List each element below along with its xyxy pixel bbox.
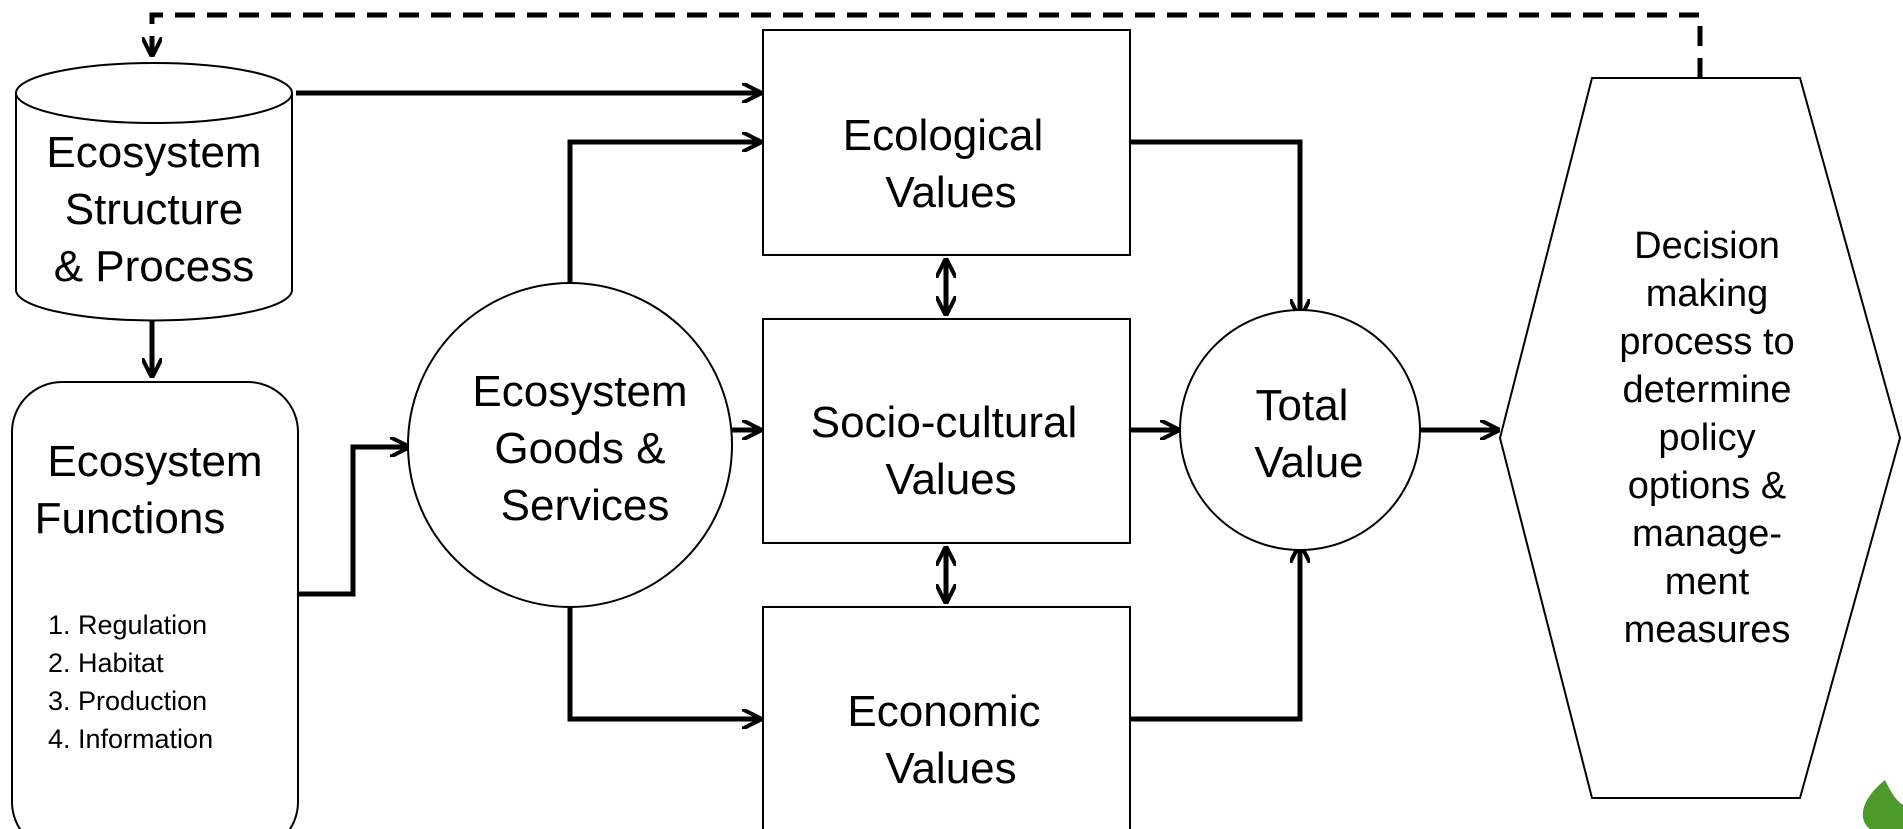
decision-line: options & xyxy=(1628,465,1786,507)
ecological-line-1: Ecological xyxy=(843,111,1044,160)
economic-values-node: Economic Values xyxy=(762,606,1131,829)
structure-line-3: & Process xyxy=(54,242,255,291)
goods-line-2: Goods & xyxy=(494,424,665,473)
total-value-node: Total Value xyxy=(1179,309,1421,551)
leaf-logo-icon xyxy=(1862,780,1903,829)
decision-line: making xyxy=(1646,273,1769,315)
functions-item: 1. Regulation xyxy=(48,610,207,640)
ecological-to-total-arrow xyxy=(1130,139,1300,317)
decision-line: determine xyxy=(1623,369,1792,411)
decision-line: policy xyxy=(1658,417,1755,459)
decision-line: ment xyxy=(1665,561,1750,603)
sociocultural-line-1: Socio-cultural xyxy=(811,398,1078,447)
sociocultural-values-node: Socio-cultural Values xyxy=(762,318,1131,544)
total-line-2: Value xyxy=(1254,438,1363,487)
sociocultural-line-2: Values xyxy=(885,455,1016,504)
functions-line-1: Ecosystem xyxy=(47,437,262,486)
decision-line: manage- xyxy=(1632,513,1782,555)
goods-line-3: Services xyxy=(501,481,670,530)
ecological-line-2: Values xyxy=(885,168,1016,217)
structure-process-node: Ecosystem Structure & Process xyxy=(15,62,293,322)
decision-line: Decision xyxy=(1634,225,1780,267)
goods-services-node: Ecosystem Goods & Services xyxy=(407,282,733,608)
feedback-dashed-connector xyxy=(152,12,1703,78)
goods-to-ecological-arrow xyxy=(567,142,760,283)
decision-line: measures xyxy=(1624,609,1791,651)
structure-line-1: Ecosystem xyxy=(46,128,261,177)
ecological-values-node: Ecological Values xyxy=(762,29,1131,256)
functions-item: 3. Production xyxy=(48,686,207,716)
goods-line-1: Ecosystem xyxy=(472,367,687,416)
structure-line-2: Structure xyxy=(65,185,244,234)
decision-making-node: Decision making process to determine pol… xyxy=(1498,77,1902,799)
decision-line: process to xyxy=(1619,321,1794,363)
total-line-1: Total xyxy=(1256,381,1349,430)
functions-item: 4. Information xyxy=(48,724,213,754)
functions-item: 2. Habitat xyxy=(48,648,164,678)
economic-line-1: Economic xyxy=(847,687,1040,736)
functions-to-goods-arrow xyxy=(298,447,408,597)
economic-to-total-arrow xyxy=(1130,545,1300,722)
economic-line-2: Values xyxy=(885,744,1016,793)
functions-line-2: Functions xyxy=(35,494,226,543)
ecosystem-functions-node: Ecosystem Functions 1. Regulation 2. Hab… xyxy=(11,381,299,829)
goods-to-economic-arrow xyxy=(567,608,760,719)
